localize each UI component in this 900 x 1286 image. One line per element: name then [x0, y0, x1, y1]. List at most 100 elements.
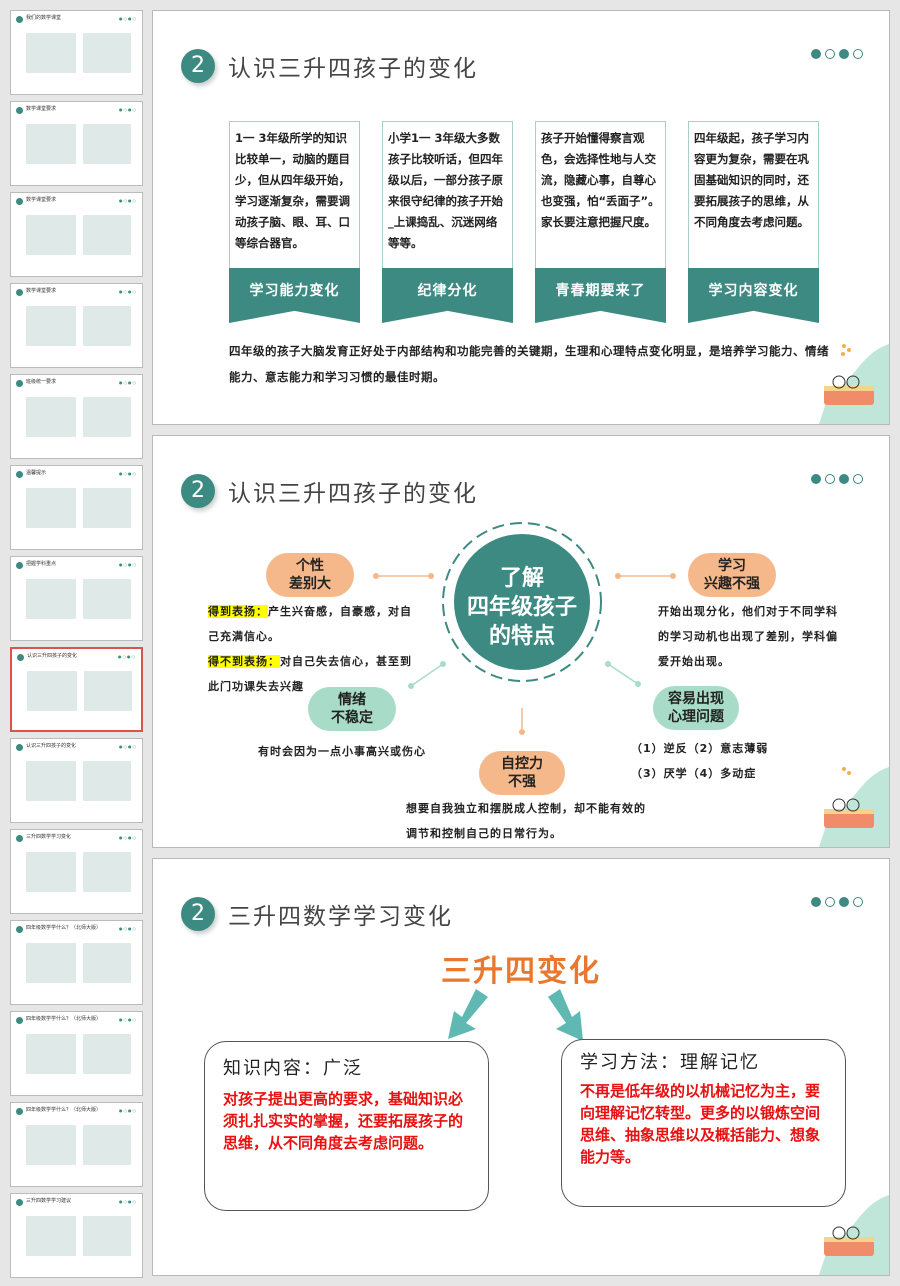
- trait-line: 情绪: [338, 692, 366, 708]
- section-badge: [16, 835, 23, 842]
- thumbnail-title: 四年级数学学什么？（北师大版）: [26, 925, 102, 931]
- card-text: 孩子开始懂得察言观色，会选择性地与人交流，隐藏心事，自尊心也变强，怕“丢面子”。…: [535, 121, 666, 271]
- trait-line: 不稳定: [331, 710, 373, 726]
- arrow-down-left-icon: [448, 989, 488, 1039]
- thumbnail-content: [27, 671, 77, 711]
- thumbnail-title: 班级统一要求: [26, 379, 57, 385]
- slide-thumbnail[interactable]: 温馨提示●○●○: [10, 465, 143, 550]
- dots-decoration: ●○●○: [119, 744, 137, 749]
- progress-dots-decoration: [811, 897, 863, 907]
- thumbnail-content: [83, 488, 131, 528]
- thumbnail-content: [26, 579, 76, 619]
- section-badge: [16, 289, 23, 296]
- thumbnail-title: 认识三升四孩子的变化: [27, 653, 78, 659]
- section-badge: [16, 744, 23, 751]
- slide-thumbnail[interactable]: 把握学科重点●○●○: [10, 556, 143, 641]
- thumbnail-title: 温馨提示: [26, 470, 47, 476]
- trait-interest: 学习兴趣不强: [688, 553, 776, 597]
- slide-title: 三升四数学学习变化: [228, 904, 453, 930]
- dots-decoration: ●○●○: [119, 835, 137, 840]
- trait-line: 容易出现: [668, 691, 724, 707]
- learning-method-box: 学习方法：理解记忆不再是低年级的以机械记忆为主，要向理解记忆转型。更多的以锻炼空…: [561, 1039, 846, 1207]
- emotion-description: 有时会因为一点小事高兴或伤心: [258, 745, 426, 758]
- text: （1）逆反（2）意志薄弱: [631, 742, 769, 755]
- section-badge: [16, 471, 23, 478]
- dots-decoration: ●○●○: [119, 198, 137, 203]
- progress-dots-decoration: [811, 474, 863, 484]
- thumbnail-content: [26, 488, 76, 528]
- highlight: 得到表扬：: [208, 605, 268, 618]
- change-card-content: 四年级起，孩子学习内容更为复杂，需要在巩固基础知识的同时，还要拓展孩子的思维，从…: [688, 121, 819, 323]
- slide-thumbnail[interactable]: 三升四数学学习建议●○●○: [10, 1193, 143, 1278]
- change-card-puberty: 孩子开始懂得察言观色，会选择性地与人交流，隐藏心事，自尊心也变强，怕“丢面子”。…: [535, 121, 666, 323]
- thumbnail-content: [26, 33, 76, 73]
- thumbnail-title: 四年级数学学什么？（北师大版）: [26, 1016, 102, 1022]
- dots-decoration: ●○●○: [119, 1017, 137, 1022]
- slide-thumbnail[interactable]: 数学课堂要求●○●○: [10, 283, 143, 368]
- thumbnail-content: [83, 215, 131, 255]
- section-number-badge: 2: [181, 897, 215, 931]
- trait-personality: 个性差别大: [266, 553, 354, 597]
- slide-thumbnail[interactable]: 我们的数学课堂 ●○●○: [10, 10, 143, 95]
- slide-thumbnail[interactable]: 四年级数学学什么？（北师大版） ●○●○: [10, 920, 143, 1005]
- card-text: 小学1一 3年级大多数孩子比较听话，但四年级以后，一部分孩子原来很守纪律的孩子开…: [382, 121, 513, 271]
- section-badge: [16, 926, 23, 933]
- thumbnail-content: [83, 1125, 131, 1165]
- slide-2[interactable]: 2 认识三升四孩子的变化 了解四年级孩子的特点 个性差别大 得到表扬：产生兴奋感…: [152, 435, 890, 848]
- card-label: 青春期要来了: [535, 268, 666, 323]
- center-circle: [454, 534, 590, 670]
- dots-decoration: ●○●○: [119, 16, 137, 21]
- psychology-description: （1）逆反（2）意志薄弱（3）厌学（4）多动症: [631, 736, 801, 786]
- thumbnail-content: [26, 397, 76, 437]
- slide-title: 认识三升四孩子的变化: [228, 56, 478, 82]
- box-heading: 学习方法：理解记忆: [580, 1052, 760, 1073]
- trait-line: 自控力: [501, 756, 543, 772]
- dots-decoration: ●○●○: [119, 926, 137, 931]
- thumbnail-title: 我们的数学课堂: [26, 15, 62, 21]
- interest-description: 开始出现分化，他们对于不同学科的学习动机也出现了差别，学科偏爱开始出现。: [658, 605, 838, 668]
- thumbnail-content: [83, 579, 131, 619]
- arrow-icons: [448, 989, 583, 1041]
- trait-emotion: 情绪不稳定: [308, 687, 396, 731]
- slide-thumbnail[interactable]: 认识三升四孩子的变化 ●○●○: [10, 738, 143, 823]
- card-label: 学习能力变化: [229, 268, 360, 323]
- slide-thumbnail[interactable]: 四年级数学学什么？（北师大版） ●○●○: [10, 1011, 143, 1096]
- thumbnail-content: [26, 306, 76, 346]
- section-badge: [16, 1199, 23, 1206]
- slide-1[interactable]: 2 认识三升四孩子的变化 1一 3年级所学的知识比较单一，动脑的题目少，但从四年…: [152, 10, 890, 425]
- slide-thumbnail[interactable]: 四年级数学学什么？（北师大版）●○●○: [10, 1102, 143, 1187]
- thumbnail-content: [83, 33, 131, 73]
- box-body: 对孩子提出更高的要求，基础知识必须扎扎实实的掌握，还要拓展孩子的思维，从不同角度…: [223, 1090, 464, 1152]
- thumbnail-content: [26, 1125, 76, 1165]
- center-line: 的特点: [488, 624, 555, 649]
- trait-line: 兴趣不强: [704, 576, 760, 592]
- thumbnail-title: 认识三升四孩子的变化: [26, 743, 77, 749]
- trait-line: 个性: [296, 558, 324, 574]
- thumbnail-title: 数学课堂要求: [26, 288, 57, 294]
- slide-thumbnail[interactable]: 三升四数学学习变化●○●○: [10, 829, 143, 914]
- card-label: 学习内容变化: [688, 268, 819, 323]
- thumbnail-content: [83, 306, 131, 346]
- slide-thumbnail[interactable]: 数学课堂要求 ●○●○: [10, 192, 143, 277]
- thumbnail-title: 把握学科重点: [26, 561, 57, 567]
- thumbnail-content: [26, 124, 76, 164]
- section-badge: [16, 1108, 23, 1115]
- section-badge: [16, 107, 23, 114]
- mindmap-connectors: [373, 522, 676, 735]
- thumbnail-content: [83, 761, 131, 801]
- slide-thumbnail[interactable]: 数学课堂要求●○●○: [10, 101, 143, 186]
- text: 对自己失去信心，甚至到此门功课失去兴趣: [208, 655, 412, 693]
- slide-thumbnail[interactable]: 认识三升四孩子的变化●○●○: [10, 647, 143, 732]
- self-control-description: 想要自我独立和摆脱成人控制，却不能有效的调节和控制自己的日常行为。: [406, 802, 646, 840]
- thumbnail-content: [83, 1216, 131, 1256]
- section-number-badge: 2: [181, 474, 215, 508]
- slide-3[interactable]: 2 三升四数学学习变化 三升四变化 知识内容：广泛对孩子提出更高的要求，基础知识…: [152, 858, 890, 1276]
- card-text: 1一 3年级所学的知识比较单一，动脑的题目少，但从四年级开始，学习逐渐复杂，需要…: [229, 121, 360, 271]
- knowledge-content-box: 知识内容：广泛对孩子提出更高的要求，基础知识必须扎扎实实的掌握，还要拓展孩子的思…: [204, 1041, 489, 1211]
- personality-description: 得到表扬：产生兴奋感，自豪感，对自己充满信心。得不到表扬：对自己失去信心，甚至到…: [208, 599, 413, 699]
- card-label: 纪律分化: [382, 268, 513, 323]
- thumbnail-content: [26, 852, 76, 892]
- change-heading: 三升四变化: [441, 954, 601, 989]
- slide-thumbnail[interactable]: 班级统一要求●○●○: [10, 374, 143, 459]
- thumbnail-title: 数学课堂要求: [26, 197, 57, 203]
